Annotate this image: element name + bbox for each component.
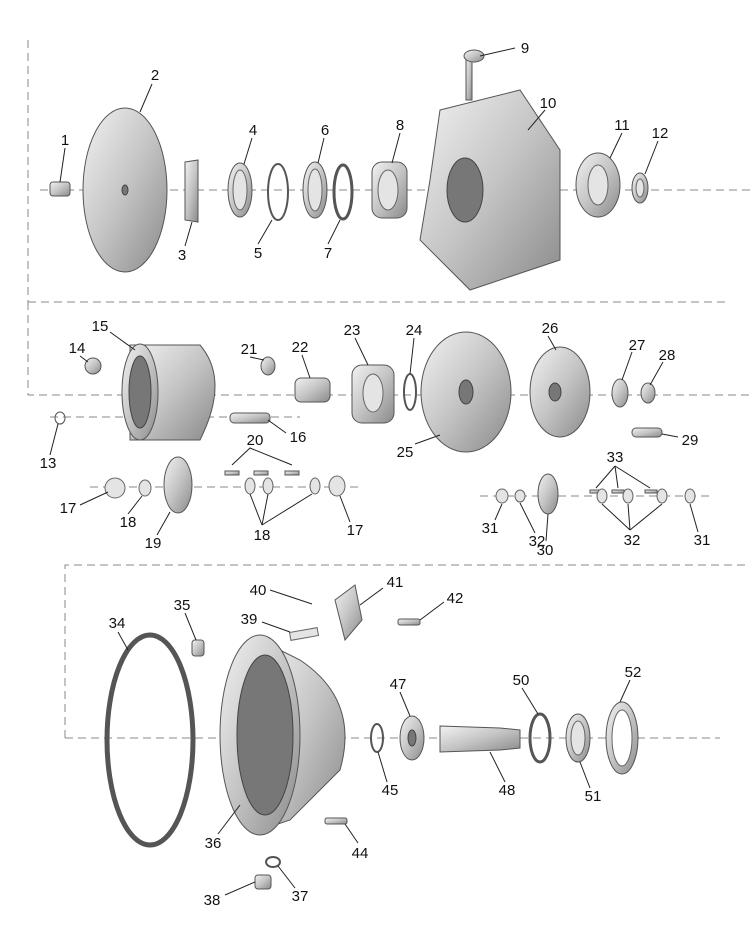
callout-37: 37 [292,888,309,905]
callout-31b: 31 [694,532,711,549]
callout-45: 45 [382,782,399,799]
callout-2: 2 [151,67,159,84]
callout-32a: 32 [529,533,546,550]
callout-48: 48 [499,782,516,799]
section-2-parts [54,331,696,515]
callout-7: 7 [324,245,332,262]
callout-51: 51 [585,788,602,805]
callout-3: 3 [178,247,186,264]
callout-27: 27 [629,337,646,354]
callout-32b: 32 [624,532,641,549]
callout-38: 38 [204,892,221,909]
callout-8: 8 [396,117,404,134]
callout-28: 28 [659,347,676,364]
callout-24: 24 [406,322,423,339]
callout-34: 34 [109,615,126,632]
callout-21: 21 [241,341,258,358]
callout-18b: 18 [254,527,271,544]
callout-12: 12 [652,125,669,142]
leader-lines [49,47,699,896]
callout-33: 33 [607,449,624,466]
callout-labels: 1 2 3 4 5 6 7 8 9 10 11 12 13 14 15 16 1… [40,40,711,909]
callout-19: 19 [145,535,162,552]
callout-15: 15 [92,318,109,335]
callout-17b: 17 [347,522,364,539]
callout-20: 20 [247,432,264,449]
callout-14: 14 [69,340,86,357]
callout-1: 1 [61,132,69,149]
callout-30: 30 [537,542,554,559]
callout-31a: 31 [482,520,499,537]
callout-5: 5 [254,245,262,262]
callout-18a: 18 [120,514,137,531]
callout-16: 16 [290,429,307,446]
callout-13: 13 [40,455,57,472]
callout-10: 10 [540,95,557,112]
callout-50: 50 [513,672,530,689]
callout-36: 36 [205,835,222,852]
callout-11: 11 [614,117,630,134]
callout-42: 42 [447,590,464,607]
callout-6: 6 [321,122,329,139]
section-1-parts [49,49,649,291]
callout-29: 29 [682,432,699,449]
callout-23: 23 [344,322,361,339]
callout-40: 40 [250,582,267,599]
callout-52: 52 [625,664,642,681]
callout-17a: 17 [60,500,77,517]
callout-22: 22 [292,339,309,356]
callout-47: 47 [390,676,407,693]
section-3-parts [104,584,639,890]
callout-41: 41 [387,574,404,591]
callout-39: 39 [241,611,258,628]
callout-4: 4 [249,122,257,139]
callout-44: 44 [352,845,369,862]
callout-9: 9 [521,40,529,57]
callout-26: 26 [542,320,559,337]
callout-25: 25 [397,444,414,461]
callout-35: 35 [174,597,191,614]
